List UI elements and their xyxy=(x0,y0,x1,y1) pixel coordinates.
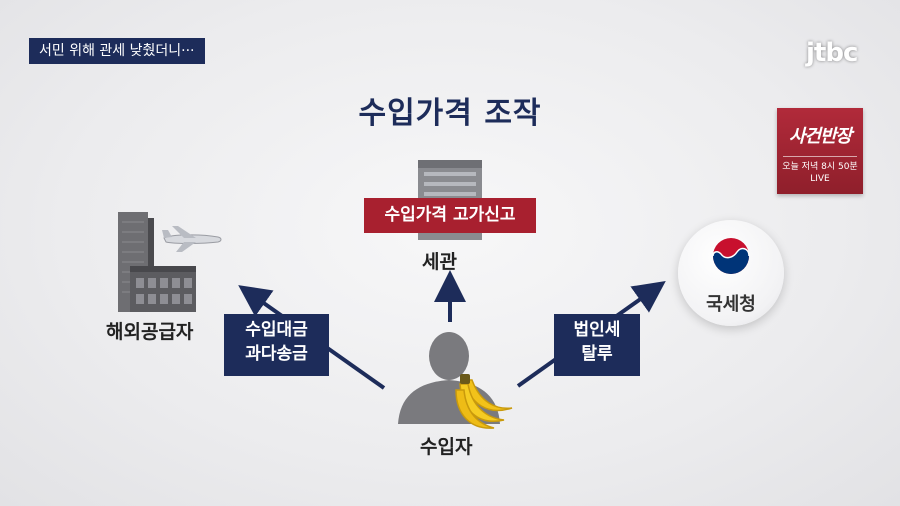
banana-icon xyxy=(455,374,513,429)
tax-evasion-line2: 탈루 xyxy=(581,344,613,364)
nts-circle: 국세청 xyxy=(678,220,784,326)
customs-report-box: 수입가격 고가신고 xyxy=(364,198,536,233)
government-emblem-icon xyxy=(712,238,750,274)
overpayment-box: 수입대금 과다송금 xyxy=(224,314,329,376)
program-name: 사건반장 xyxy=(788,126,852,147)
page-title: 수입가격 조작 xyxy=(358,96,542,131)
overpayment-line1: 수입대금 xyxy=(245,320,308,340)
customs-label: 세관 xyxy=(422,251,457,273)
supplier-label: 해외공급자 xyxy=(106,321,194,343)
program-time: 오늘 저녁 8시 50분 xyxy=(782,162,858,172)
tax-evasion-box: 법인세 탈루 xyxy=(554,314,640,376)
airplane-icon xyxy=(162,226,222,252)
badge-divider xyxy=(783,156,857,157)
program-live: LIVE xyxy=(810,174,830,184)
person-silhouette-icon xyxy=(398,332,500,424)
nts-label: 국세청 xyxy=(706,294,756,315)
program-badge: 사건반장 오늘 저녁 8시 50분 LIVE xyxy=(777,108,863,194)
news-caption: 서민 위해 관세 낮췄더니··· xyxy=(29,38,205,64)
tax-evasion-line1: 법인세 xyxy=(573,320,621,340)
overpayment-line2: 과다송금 xyxy=(245,344,308,364)
broadcaster-logo: jtbc xyxy=(806,38,858,68)
building-icon xyxy=(118,212,196,312)
importer-label: 수입자 xyxy=(420,436,473,458)
